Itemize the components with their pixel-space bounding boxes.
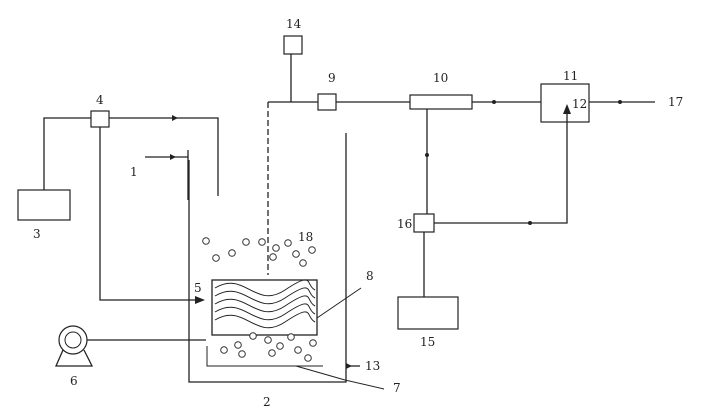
label-1: 1 — [130, 165, 138, 179]
label-14: 14 — [286, 17, 302, 31]
label-17: 17 — [668, 95, 683, 109]
label-2: 2 — [263, 395, 271, 409]
leader-8 — [316, 287, 362, 319]
gas-bubbles — [202, 237, 317, 362]
electrode-wave-4 — [214, 303, 316, 321]
bubble — [202, 237, 210, 245]
outlet-13 — [346, 363, 360, 369]
feed-line-1 — [145, 150, 189, 200]
label-4: 4 — [96, 93, 104, 107]
label-3: 3 — [33, 227, 41, 241]
label-11: 11 — [563, 69, 578, 83]
electrode-stack — [211, 279, 318, 336]
bubble — [284, 239, 292, 247]
label-12: 12 — [572, 97, 587, 111]
inlet-arrow-5 — [195, 296, 205, 304]
bubble — [272, 244, 280, 252]
bubble — [308, 246, 316, 254]
bubble — [309, 339, 317, 347]
bubble — [299, 259, 307, 267]
bubble — [258, 238, 266, 246]
bubble — [268, 349, 276, 357]
meter-14 — [283, 35, 303, 55]
bubble — [249, 332, 257, 340]
label-8: 8 — [366, 269, 374, 283]
bubble — [294, 346, 302, 354]
electrode-wave-3 — [214, 295, 316, 313]
label-16: 16 — [397, 217, 412, 231]
reactor-inner-tray — [206, 346, 323, 367]
reactor-outer-wall — [188, 133, 347, 383]
unit-11 — [540, 83, 590, 123]
bubble — [220, 346, 228, 354]
bubble — [287, 333, 295, 341]
bubble — [212, 254, 220, 262]
bubble — [292, 250, 300, 258]
electrode-wave-5 — [214, 311, 316, 329]
electrode-frame — [211, 279, 318, 336]
pump-6 — [55, 325, 206, 367]
electrode-wave-1 — [214, 279, 316, 297]
label-6: 6 — [70, 374, 78, 388]
valve-9 — [317, 93, 337, 111]
label-13: 13 — [365, 359, 380, 373]
reservoir-15 — [397, 296, 459, 330]
valve-16 — [413, 213, 435, 233]
bubble — [264, 336, 272, 344]
leader-7 — [295, 365, 385, 390]
label-15: 15 — [420, 335, 435, 349]
valve-4 — [90, 110, 110, 128]
reactor-vessel — [188, 102, 347, 383]
reservoir-3 — [17, 189, 71, 221]
electrode-wave-2 — [214, 287, 316, 305]
label-9: 9 — [328, 71, 336, 85]
label-7: 7 — [393, 381, 401, 395]
bubble — [234, 341, 242, 349]
dosing-loop — [17, 110, 219, 304]
bubble — [269, 253, 277, 261]
bubble — [304, 354, 312, 362]
label-10: 10 — [433, 71, 448, 85]
bubble — [228, 249, 236, 257]
label-18: 18 — [298, 230, 313, 244]
label-5: 5 — [194, 281, 202, 295]
branch-line — [397, 104, 571, 330]
unit-10 — [409, 94, 473, 110]
bubble — [238, 350, 246, 358]
bubble — [276, 342, 284, 350]
gas-line — [268, 35, 655, 123]
bubble — [242, 238, 250, 246]
